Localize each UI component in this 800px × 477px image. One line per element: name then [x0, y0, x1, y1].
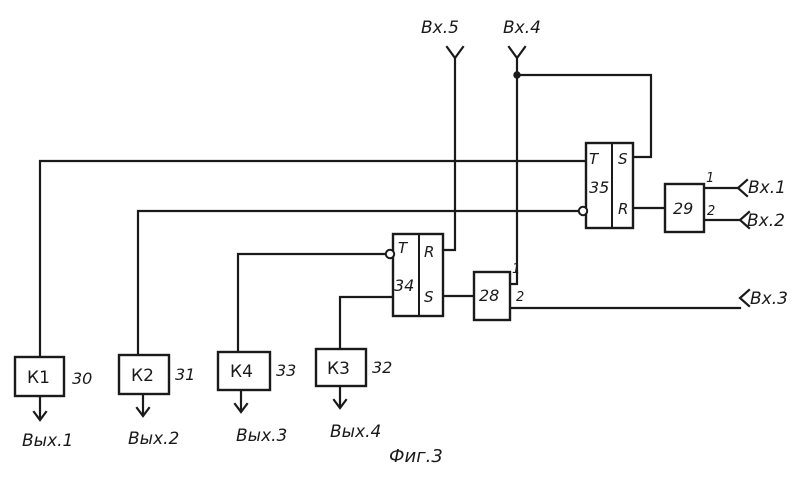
block-k2: К2 31 — [119, 355, 195, 394]
block-number-28: 28 — [479, 286, 499, 305]
block-ref-k4: 33 — [276, 361, 296, 380]
pin-2-28: 2 — [516, 290, 524, 305]
input-label-3: Вх.3 — [750, 289, 788, 309]
trigger-35: T S R 35 — [579, 143, 633, 228]
pin-s-34: S — [424, 288, 434, 306]
pin-r-35: R — [618, 200, 628, 218]
block-name-k3: К3 — [327, 359, 350, 379]
wire-t35-to-k1 — [40, 161, 586, 357]
trigger-34: T R S 34 — [386, 234, 443, 316]
terminal-in5-icon — [447, 47, 463, 58]
terminal-in1-icon — [738, 180, 747, 196]
output-label-3: Вых.3 — [236, 426, 287, 446]
wire-t34-to-k3 — [340, 297, 393, 350]
pin-1-29: 1 — [706, 171, 714, 186]
figure-caption: Фиг.3 — [389, 446, 443, 467]
output-label-2: Вых.2 — [128, 429, 179, 449]
output-label-1: Вых.1 — [22, 431, 73, 451]
block-ref-k1: 30 — [72, 369, 92, 388]
block-k4: К4 33 — [218, 352, 296, 390]
terminal-in4-icon — [509, 47, 525, 58]
inverter-bubble — [579, 207, 587, 215]
inverter-bubble — [386, 250, 394, 258]
wire-t34-to-k4 — [238, 254, 386, 352]
block-number-35: 35 — [589, 178, 609, 197]
output-label-4: Вых.4 — [330, 422, 381, 442]
element-28: 28 1 2 — [474, 262, 524, 320]
input-label-1: Вх.1 — [748, 178, 786, 198]
block-ref-k2: 31 — [175, 365, 195, 384]
terminal-in3-icon — [740, 290, 749, 306]
block-k1: К1 30 — [15, 357, 92, 396]
output-arrows — [34, 400, 346, 420]
block-number-29: 29 — [673, 199, 693, 218]
block-name-k1: К1 — [27, 368, 50, 388]
element-29: 29 1 2 — [665, 171, 715, 232]
block-k3: К3 32 — [316, 349, 392, 386]
pin-2-29: 2 — [707, 204, 715, 219]
wire-in5-to-r34 — [443, 58, 455, 250]
input-label-4: Вх.4 — [503, 18, 541, 38]
pin-r-34: R — [424, 243, 434, 261]
pin-s-35: S — [618, 150, 628, 168]
block-name-k2: К2 — [131, 366, 154, 386]
input-label-2: Вх.2 — [747, 211, 785, 231]
pin-1-28: 1 — [512, 262, 520, 277]
wire-in4-to-28 — [510, 58, 517, 284]
junction-dot — [514, 72, 520, 78]
block-ref-k3: 32 — [372, 358, 392, 377]
input-label-5: Вх.5 — [421, 18, 459, 38]
block-number-34: 34 — [394, 276, 414, 295]
block-name-k4: К4 — [230, 362, 253, 382]
